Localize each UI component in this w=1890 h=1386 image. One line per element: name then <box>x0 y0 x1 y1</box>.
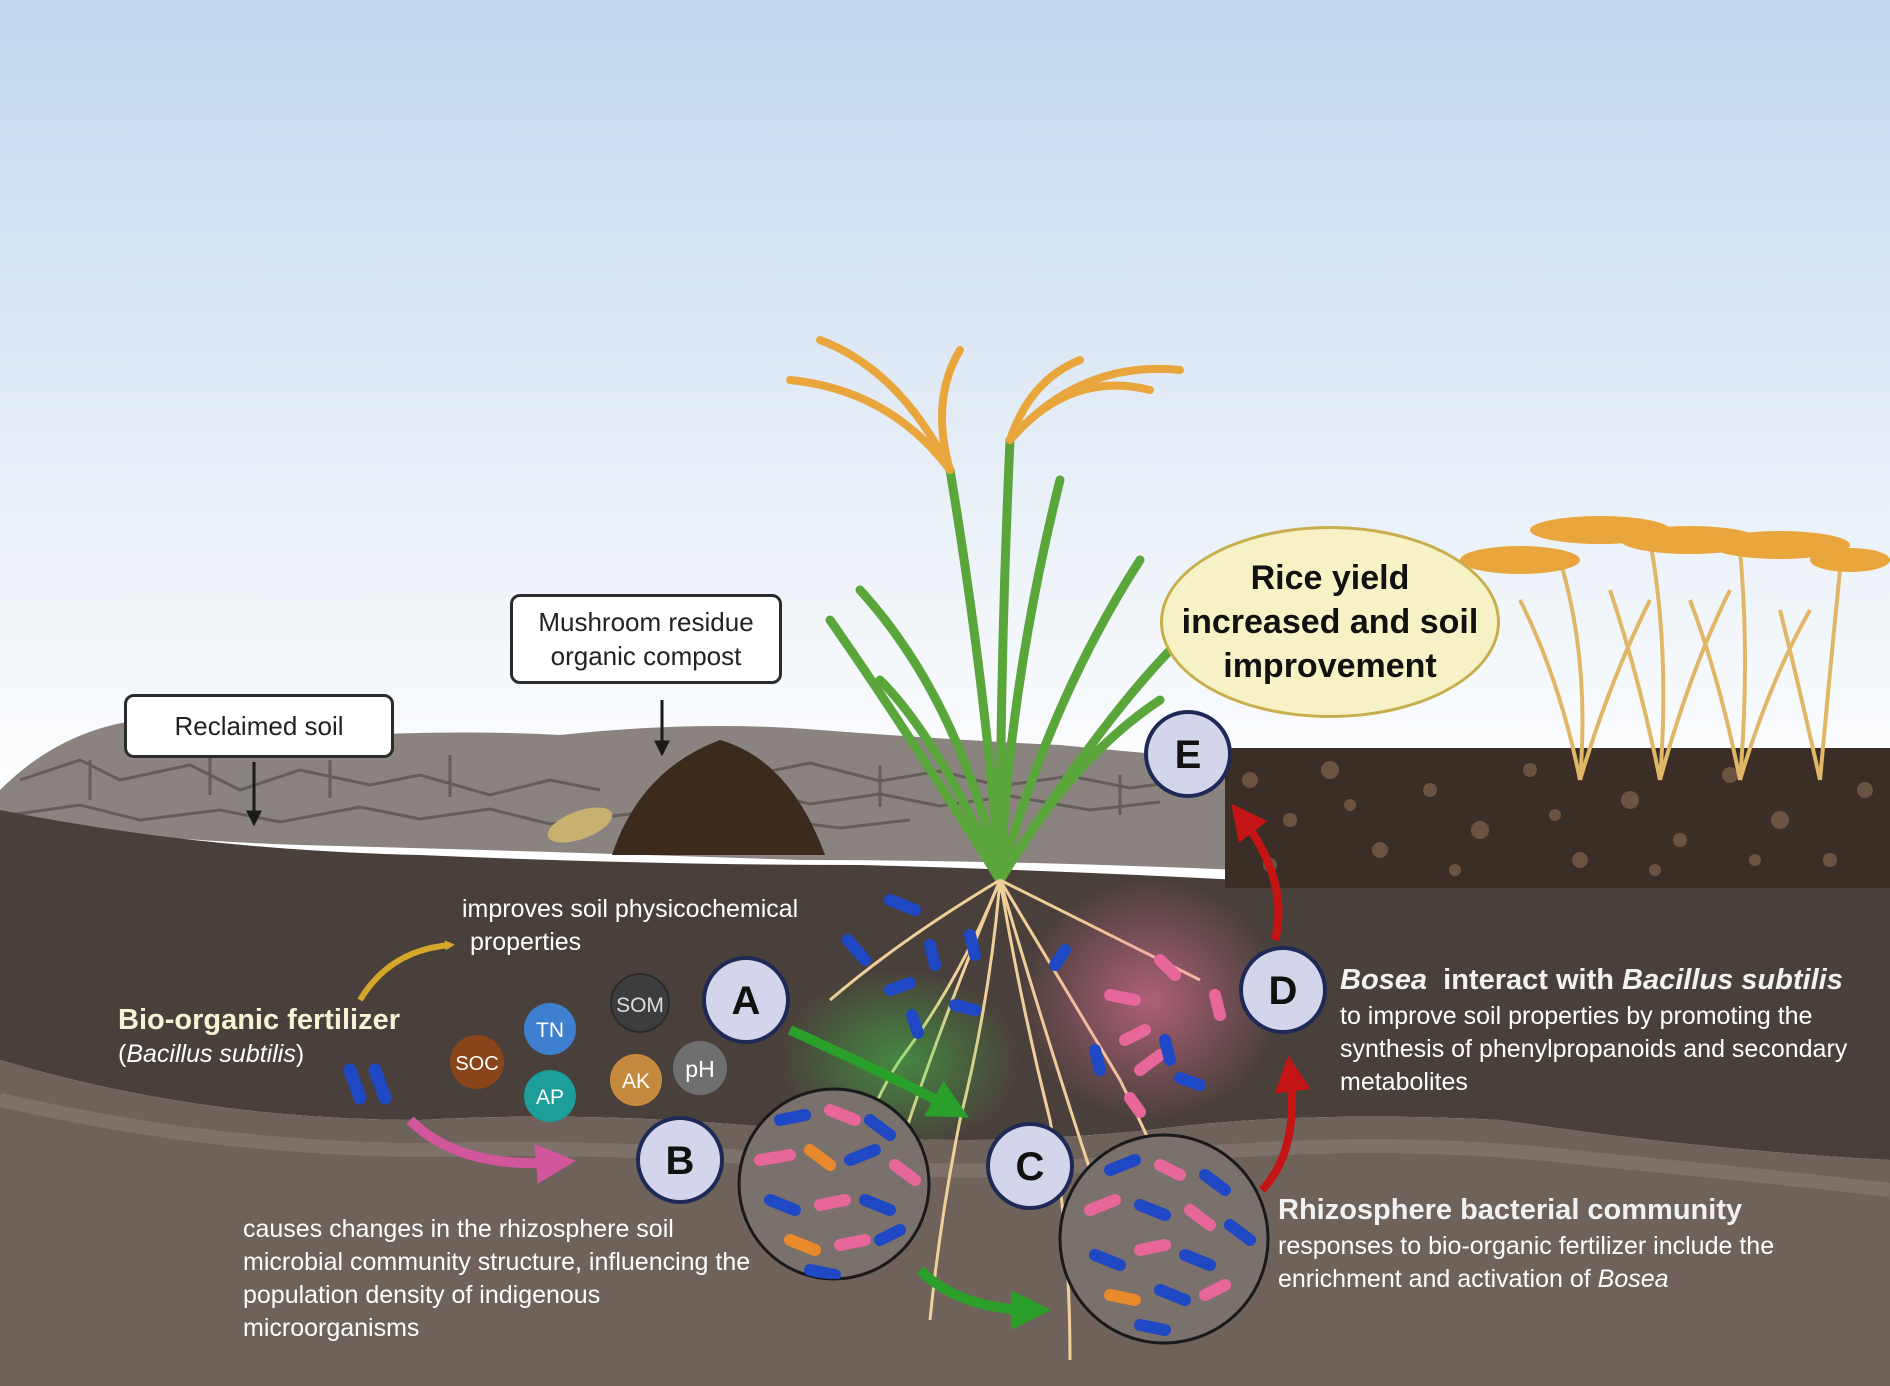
nutrient-bubble-ak: AK <box>610 1054 662 1106</box>
badge-a: A <box>702 956 790 1044</box>
bacterium <box>1124 1092 1146 1118</box>
rhizosphere-description: responses to bio-organic fertilizer incl… <box>1278 1230 1838 1296</box>
bosea-title: Bosea interact with Bacillus subtilis <box>1340 964 1843 997</box>
bacterium <box>964 929 981 961</box>
nutrient-label-ap: AP <box>536 1086 564 1109</box>
yield-line-1: Rice yield <box>1250 559 1410 597</box>
reclaimed-soil-text: Reclaimed soil <box>174 710 344 741</box>
nutrient-bubble-som: SOM <box>610 973 670 1033</box>
leaf <box>547 807 613 843</box>
badge-label-a: A <box>732 979 761 1023</box>
rice-panicles <box>786 336 1184 474</box>
badge-e: E <box>1144 710 1232 798</box>
nutrient-bubble-ap: AP <box>524 1070 576 1122</box>
mature-rice-grains <box>1460 516 1890 574</box>
improved-soil-texture <box>1242 761 1873 876</box>
bacterium <box>842 934 871 966</box>
badge-label-c: C <box>1016 1145 1045 1189</box>
bosea-genus: Bosea <box>1340 964 1428 996</box>
arrow-to-properties <box>357 940 455 1002</box>
improves-line-2: properties <box>470 928 582 956</box>
bacterium <box>884 977 916 996</box>
badge-label-e: E <box>1175 733 1202 777</box>
rice-yield-ellipse: Rice yield increased and soil improvemen… <box>1160 526 1500 718</box>
rhizosphere-text: responses to bio-organic fertilizer incl… <box>1278 1232 1775 1293</box>
arrow-a-to-c <box>787 1025 970 1118</box>
badge-label-b: B <box>666 1139 695 1183</box>
bacterium <box>1174 1072 1206 1091</box>
bosea-description: to improve soil properties by promoting … <box>1340 1002 1848 1096</box>
improves-properties-text: improves soil physicochemical properties <box>462 893 862 959</box>
bacterium <box>368 1063 392 1105</box>
arrow-to-e <box>1231 803 1283 941</box>
fertilizer-paren-open: ( <box>118 1040 127 1068</box>
mushroom-compost-label: Mushroom residue organic compost <box>510 594 782 684</box>
root-bacteria <box>842 894 1226 1118</box>
yield-line-3: improvement <box>1223 647 1437 685</box>
community-circle-after <box>1058 1133 1270 1345</box>
community-circle-before <box>737 1087 931 1281</box>
fertilizer-subtitle: (Bacillus subtilis) <box>118 1040 304 1069</box>
arrow-to-d <box>1259 1055 1311 1193</box>
nutrient-label-soc: SOC <box>455 1053 498 1075</box>
bacterium <box>924 939 941 971</box>
nutrient-bubble-soc: SOC <box>450 1035 504 1089</box>
arrow-circle-to-circle <box>916 1266 1051 1330</box>
bacterium <box>1104 989 1141 1006</box>
bacterium <box>949 999 981 1016</box>
rhizosphere-genus: Bosea <box>1597 1265 1669 1293</box>
yield-line-2: increased and soil <box>1181 603 1479 641</box>
subsoil-band <box>0 1093 1890 1197</box>
fertilizer-bacteria <box>343 1063 392 1105</box>
bacterium <box>1119 1024 1151 1046</box>
nutrient-bubble-ph: pH <box>673 1041 727 1095</box>
mushroom-line-2: organic compost <box>550 641 742 671</box>
nutrient-bubble-tn: TN <box>524 1003 576 1055</box>
badge-label-d: D <box>1269 969 1298 1013</box>
bosea-interact: interact with <box>1427 964 1623 996</box>
nutrient-label-ph: pH <box>685 1056 714 1082</box>
compost-pile <box>612 740 825 855</box>
nutrient-label-ak: AK <box>622 1070 650 1093</box>
mushroom-line-1: Mushroom residue <box>538 607 754 637</box>
bacterium <box>906 1009 924 1039</box>
bacterium <box>1134 1049 1166 1076</box>
nutrient-label-tn: TN <box>536 1019 564 1042</box>
nutrient-label-som: SOM <box>616 994 664 1017</box>
badge-b: B <box>636 1116 724 1204</box>
arrow-to-community <box>406 1116 576 1184</box>
mature-rice-field <box>1518 539 1842 781</box>
bacterium <box>884 894 921 916</box>
bacterium <box>1089 1044 1106 1076</box>
fertilizer-title: Bio-organic fertilizer <box>118 1004 400 1036</box>
badge-c: C <box>986 1122 1074 1210</box>
bosea-species: Bacillus subtilis <box>1622 964 1843 996</box>
rice-plant-leaves <box>825 435 1185 885</box>
bacterium <box>343 1063 367 1105</box>
reclaimed-soil-label: Reclaimed soil <box>124 694 394 758</box>
badge-d: D <box>1239 946 1327 1034</box>
improves-line-1: improves soil physicochemical <box>462 895 799 923</box>
bacterium <box>1209 989 1226 1021</box>
fertilizer-paren-close: ) <box>295 1040 305 1068</box>
rhizosphere-title: Rhizosphere bacterial community <box>1278 1194 1743 1226</box>
bacterium <box>1154 954 1181 981</box>
causes-changes-text: causes changes in the rhizosphere soil m… <box>243 1215 751 1342</box>
bacterium <box>1159 1034 1176 1066</box>
pink-glow <box>1020 880 1280 1120</box>
fertilizer-species: Bacillus subtilis <box>126 1040 296 1068</box>
bacterium <box>1049 944 1071 971</box>
